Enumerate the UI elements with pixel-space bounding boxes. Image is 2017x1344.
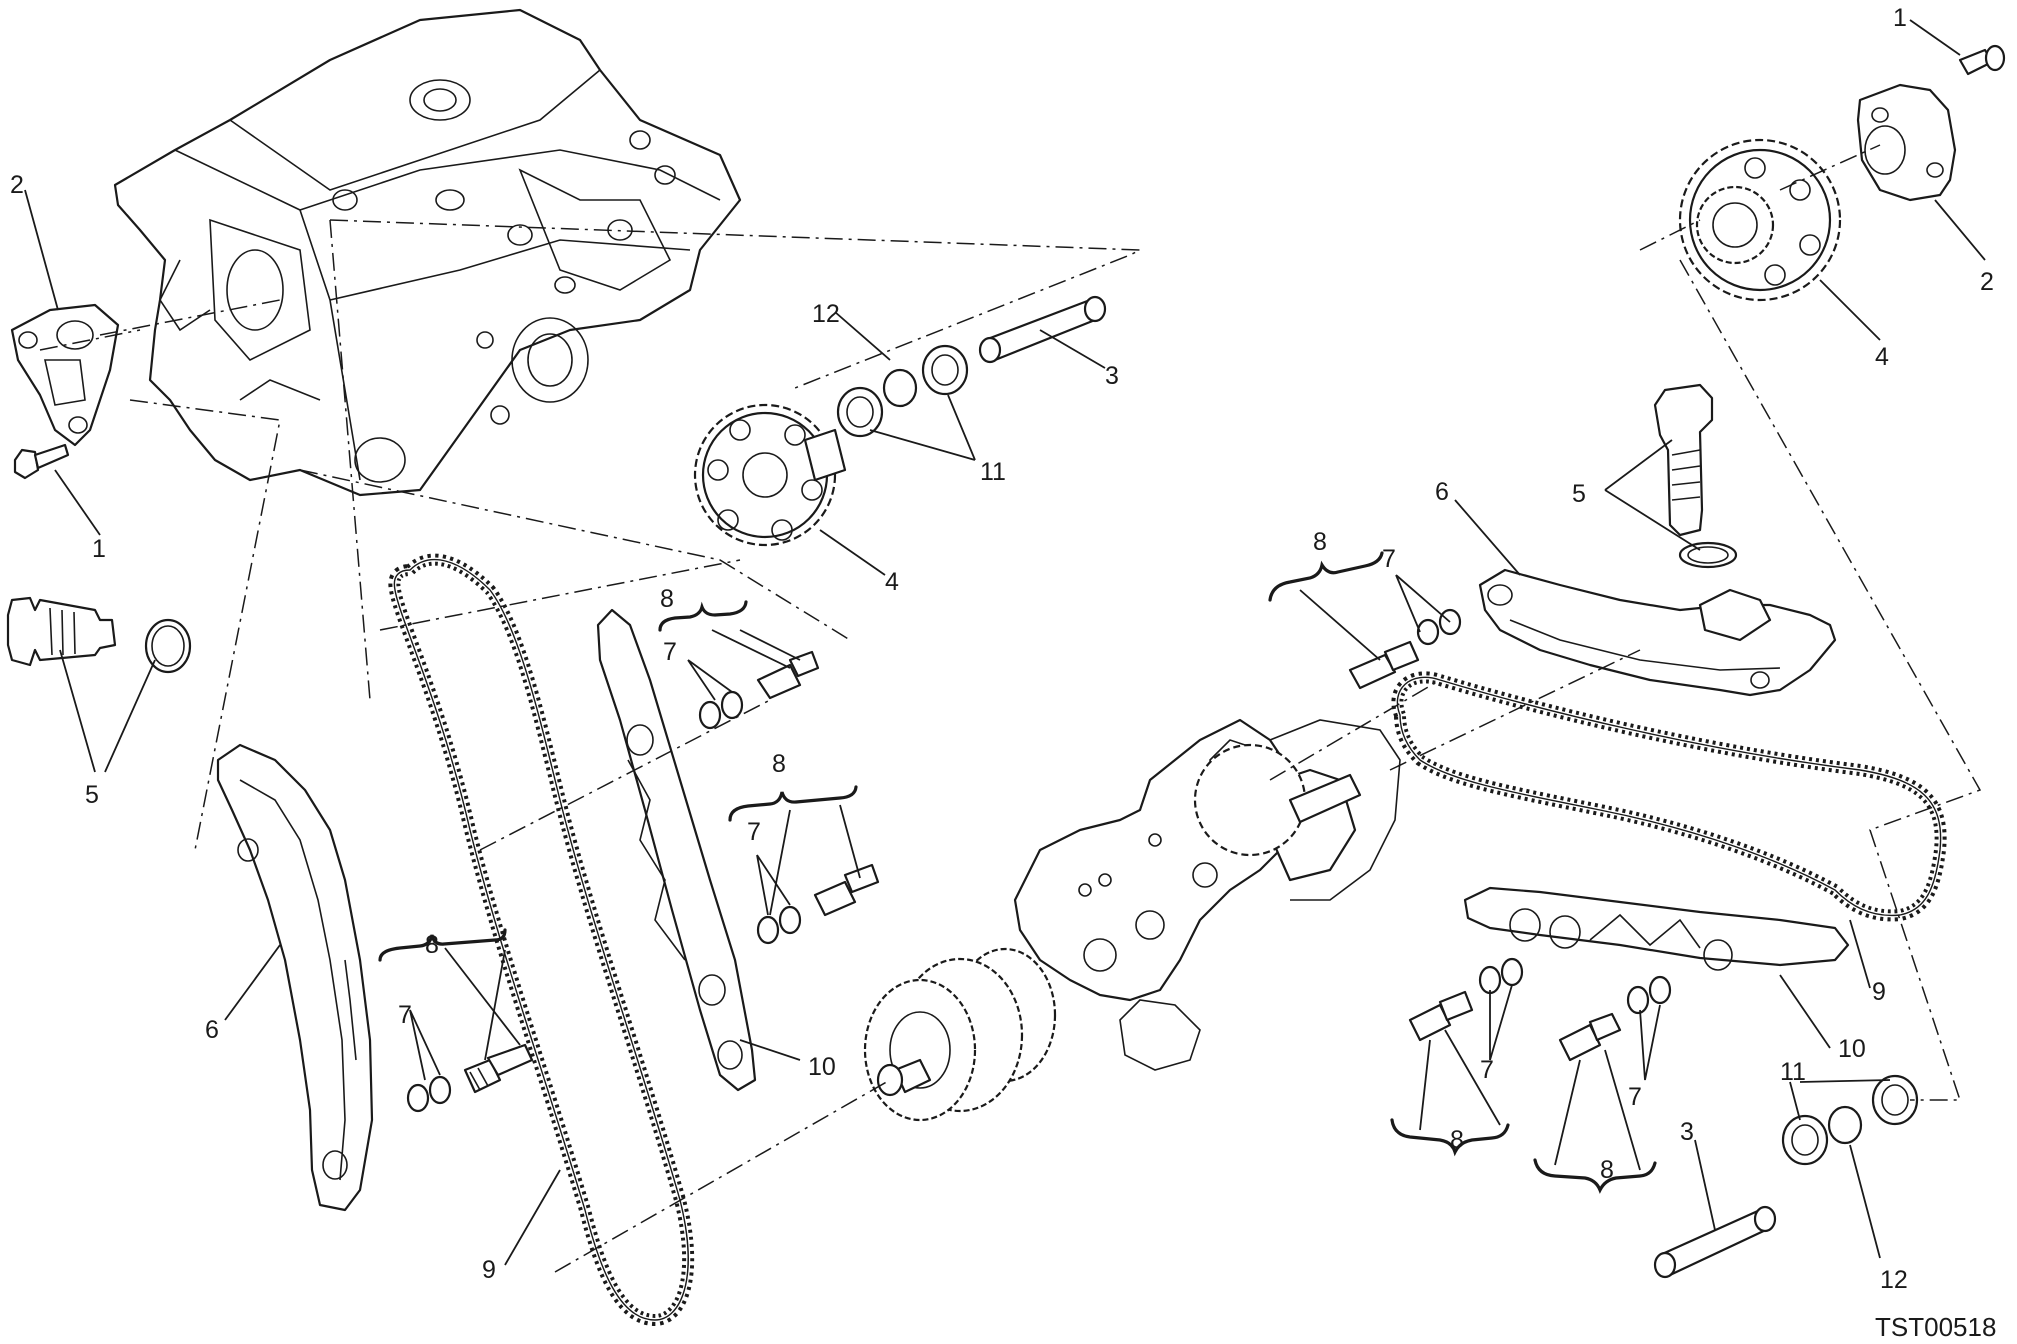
callout-7-mid-upper: 7 [663, 638, 677, 666]
callout-7-right-upper: 7 [1382, 545, 1396, 573]
chain-tensioner-left [6, 596, 192, 674]
callout-7-right-lower-b: 7 [1628, 1083, 1642, 1111]
assembly-lines [39, 144, 1982, 1273]
pivot-pin-right-lower-a [1408, 957, 1524, 1042]
chain-guide-right-lower [1463, 886, 1850, 971]
pivot-pin-left [406, 1043, 534, 1113]
callout-5-right: 5 [1572, 480, 1586, 508]
pivot-pin-middle-upper [698, 650, 820, 730]
bearings-lower [1781, 1074, 1919, 1166]
callout-6-left: 6 [205, 1016, 219, 1044]
callout-12-lower: 12 [1880, 1266, 1908, 1294]
tensioner-flange-right [1856, 83, 1957, 202]
callout-12-upper: 12 [812, 300, 840, 328]
bearings-upper [836, 344, 969, 438]
callout-7-left: 7 [398, 1001, 412, 1029]
camshaft-sprocket-right [1678, 138, 1842, 302]
shaft-pin-upper [978, 295, 1107, 364]
callout-8-left: 8 [425, 931, 439, 959]
callout-8-right-lower-a: 8 [1450, 1126, 1464, 1154]
callout-9-left: 9 [482, 1256, 496, 1284]
callout-1-left: 1 [92, 535, 106, 563]
chain-tensioner-right [1653, 383, 1738, 569]
shaft-pin-lower [1653, 1205, 1777, 1279]
callout-labels: 1 1 2 2 3 3 4 4 5 5 6 6 7 7 7 7 7 7 8 8 … [10, 4, 1994, 1294]
callout-8-mid-lower: 8 [772, 750, 786, 778]
callout-5-left: 5 [85, 781, 99, 809]
callout-4-right: 4 [1875, 343, 1889, 371]
tensioner-flange-left [10, 303, 120, 447]
callout-3-upper: 3 [1105, 362, 1119, 390]
callout-7-mid-lower: 7 [747, 818, 761, 846]
callout-10-middle: 10 [808, 1053, 836, 1081]
callout-2-right: 2 [1980, 268, 1994, 296]
callout-1-right: 1 [1893, 4, 1907, 32]
camshaft-sprocket-center [693, 403, 847, 547]
callout-8-mid-upper: 8 [660, 585, 674, 613]
timing-chain-right [1391, 671, 1947, 922]
crankshaft [1013, 718, 1401, 1071]
callout-3-lower: 3 [1680, 1118, 1694, 1146]
bolt-left [13, 443, 70, 480]
pivot-pin-middle-lower [756, 863, 880, 945]
callout-11-upper: 11 [980, 458, 1006, 486]
callout-10-right: 10 [1838, 1035, 1866, 1063]
timing-chain-left [388, 553, 695, 1327]
bolt-right [1958, 44, 2006, 76]
cylinder-head [113, 8, 742, 497]
pivot-pin-right-lower-b [1558, 975, 1672, 1062]
callout-7-right-lower-a: 7 [1480, 1056, 1494, 1084]
leader-lines [24, 19, 1986, 1266]
chain-guide-left [216, 743, 374, 1212]
callout-11-lower: 11 [1780, 1058, 1806, 1086]
callout-9-right: 9 [1872, 978, 1886, 1006]
pivot-pin-right-upper [1348, 608, 1462, 690]
callout-2-left: 2 [10, 171, 24, 199]
callout-4-center: 4 [885, 568, 899, 596]
crank-gear-cluster [863, 947, 1057, 1122]
drawing-code: TST00518 [1875, 1312, 1996, 1342]
callout-8-right-upper: 8 [1313, 528, 1327, 556]
callout-6-right: 6 [1435, 478, 1449, 506]
chain-guide-middle [596, 608, 757, 1092]
chain-guide-right-upper [1478, 568, 1837, 697]
callout-8-right-lower-b: 8 [1600, 1156, 1614, 1184]
